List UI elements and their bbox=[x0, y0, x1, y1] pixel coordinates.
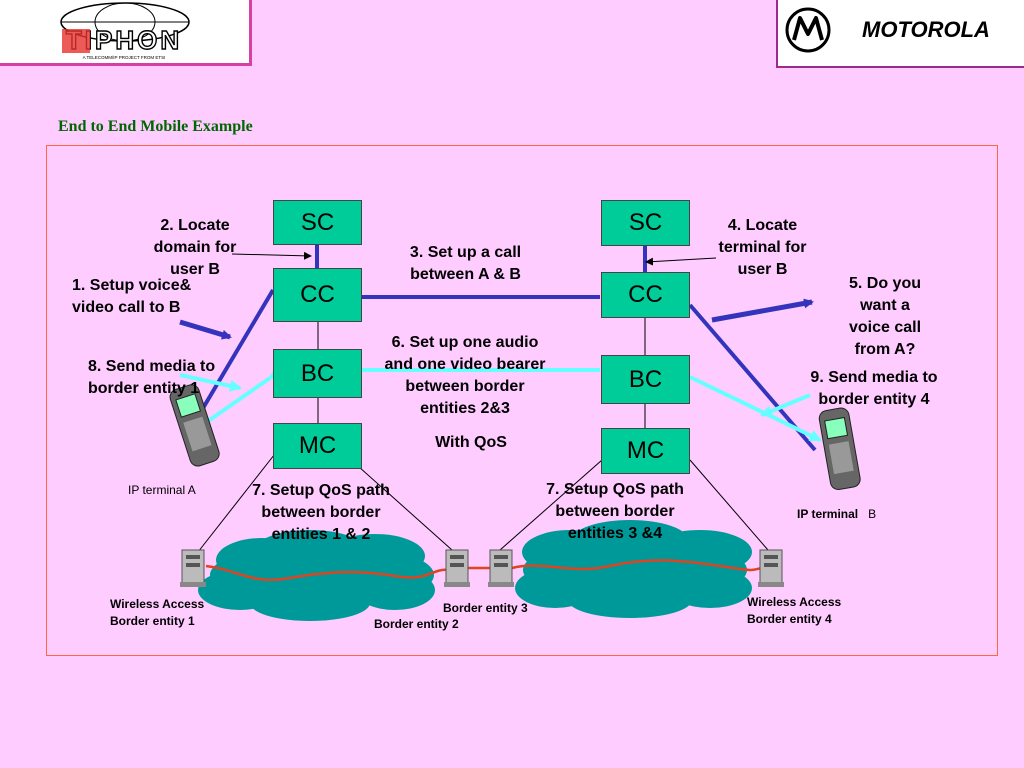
sc-node-right: SC bbox=[601, 200, 690, 246]
ip-terminal-b-text: IP terminal bbox=[797, 507, 859, 521]
bc-node-right: BC bbox=[601, 355, 690, 404]
qos-path-right bbox=[511, 559, 763, 572]
server-icon-border-3 bbox=[488, 549, 514, 587]
step8-label: 8. Send media to border entity 1 bbox=[88, 358, 216, 397]
sc-node-left: SC bbox=[273, 200, 362, 245]
qos-path-left bbox=[205, 564, 451, 582]
ip-terminal-b-label: IP terminal B bbox=[797, 506, 876, 523]
ip-terminal-b-suffix: B bbox=[868, 507, 877, 521]
bc-node-left: BC bbox=[273, 349, 362, 398]
border-3-label: Border entity 3 bbox=[443, 601, 528, 615]
border-2-label: Border entity 2 bbox=[374, 617, 459, 631]
wireless-border-4-label: Wireless Access Border entity 4 bbox=[747, 595, 842, 626]
step4-label: 4. Locate terminal for user B bbox=[718, 217, 807, 278]
tiphon-tagline: A TELECOMM/IP PROJECT FROM ETSI bbox=[83, 55, 166, 60]
motorola-wordmark: MOTOROLA bbox=[862, 17, 990, 42]
step6-qos-label: With QoS bbox=[435, 434, 507, 451]
slide-title: End to End Mobile Example bbox=[58, 118, 253, 135]
step1-arrow bbox=[179, 319, 232, 340]
mc-node-left: MC bbox=[273, 423, 362, 469]
server-icon-border-4 bbox=[758, 549, 784, 587]
step7-right-label: 7. Setup QoS path between border entitie… bbox=[546, 481, 684, 542]
step2-label: 2. Locate domain for user B bbox=[153, 217, 237, 278]
step9-label: 9. Send media to border entity 4 bbox=[810, 369, 938, 408]
step6-label: 6. Set up one audio and one video bearer… bbox=[384, 334, 546, 417]
network-cloud-right bbox=[515, 520, 752, 618]
mobile-phone-icon-b bbox=[818, 407, 861, 491]
server-icon-border-2 bbox=[444, 549, 470, 587]
ip-terminal-a-label: IP terminal A bbox=[128, 483, 196, 497]
step1-label: 1. Setup voice& video call to B bbox=[72, 277, 192, 316]
tiphon-logo: TIPHON A TELECOMM/IP PROJECT FROM ETSI bbox=[0, 0, 252, 66]
cc-node-left: CC bbox=[273, 268, 362, 322]
step5-arrow bbox=[711, 298, 814, 323]
step5-label: 5. Do you want a voice call from A? bbox=[848, 275, 922, 358]
wireless-border-1-label: Wireless Access Border entity 1 bbox=[110, 597, 205, 628]
motorola-logo: MOTOROLA bbox=[776, 0, 1024, 68]
cc-node-right: CC bbox=[601, 272, 690, 318]
step7-left-label: 7. Setup QoS path between border entitie… bbox=[252, 482, 390, 543]
step3-label: 3. Set up a call between A & B bbox=[409, 244, 522, 283]
mobile-phone-icon-a bbox=[169, 384, 220, 467]
mc-node-right: MC bbox=[601, 428, 690, 474]
server-icon-border-1 bbox=[180, 549, 206, 587]
